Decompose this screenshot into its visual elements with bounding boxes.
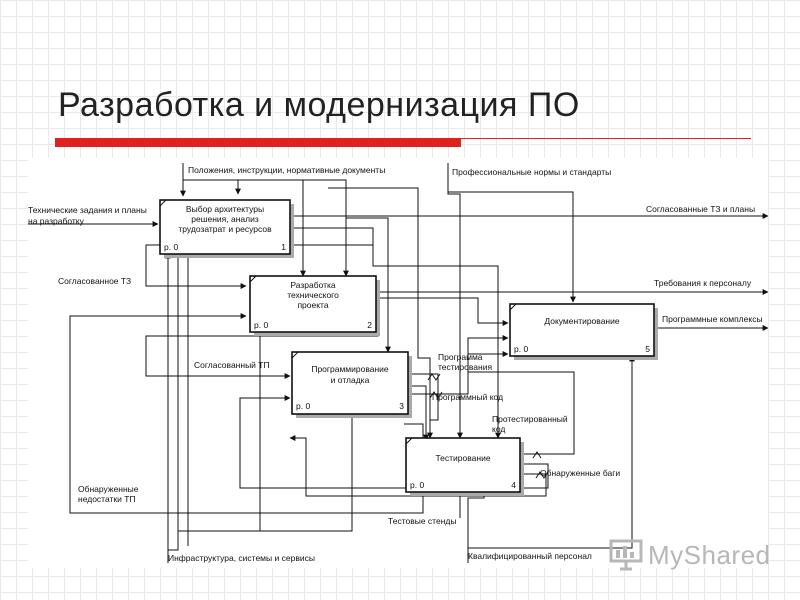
label-tested-code-2: код — [492, 424, 505, 434]
arrow-program-code — [410, 385, 429, 441]
label-approved-tp: Согласованный ТП — [194, 360, 270, 370]
box4-line-1: Тестирование — [435, 453, 490, 463]
watermark-text: MyShared — [648, 540, 771, 570]
box1-line-1: Выбор архитектуры — [186, 204, 264, 214]
box1-line-2: решения, анализ — [191, 214, 259, 224]
label-input-tasks-1: Технические задания и планы — [28, 205, 147, 215]
label-tested-code-1: Протестированный — [492, 414, 568, 424]
arrow-found-flaws — [69, 313, 424, 514]
activity-box-5[interactable]: Документирование р. 0 5 — [509, 303, 658, 360]
label-infrastructure: Инфраструктура, системы и сервисы — [168, 553, 315, 563]
label-approved-tz: Согласованное ТЗ — [58, 276, 131, 286]
arrow-labels: Положения, инструкции, нормативные докум… — [28, 165, 763, 563]
activity-box-4[interactable]: Тестирование р. 0 4 — [405, 437, 524, 496]
activity-box-2[interactable]: Разработка технического проекта р. 0 2 — [249, 275, 380, 336]
box3-ref: р. 0 — [296, 401, 310, 411]
box2-line-2: технического — [287, 290, 339, 300]
box1-ref: р. 0 — [164, 242, 178, 252]
label-out-staff-req: Требования к персоналу — [654, 278, 752, 288]
activity-box-3[interactable]: Программирование и отладка р. 0 3 — [291, 351, 412, 418]
box5-number: 5 — [645, 344, 650, 354]
box3-line-1: Программирование — [311, 364, 389, 374]
label-test-stands: Тестовые стенды — [388, 516, 456, 526]
diagram-svg: Выбор архитектуры решения, анализ трудоз… — [28, 163, 768, 563]
box4-ref: р. 0 — [410, 480, 424, 490]
arrow-tested-code — [467, 335, 575, 455]
box5-line-1: Документирование — [544, 316, 619, 326]
title-accent-bar — [55, 138, 461, 147]
label-controls-regulations: Положения, инструкции, нормативные докум… — [188, 165, 385, 175]
tilde-marks — [427, 373, 549, 479]
label-input-tasks-2: на разработку — [28, 216, 85, 226]
arrow-feedback-box4-box3 — [239, 395, 549, 489]
presentation-icon — [609, 539, 643, 571]
box5-ref: р. 0 — [514, 344, 528, 354]
label-found-flaws-2: недостатки ТП — [78, 494, 136, 504]
arrow-mechanism-staff — [467, 355, 635, 563]
box4-number: 4 — [511, 480, 516, 490]
label-out-software: Программные комплексы — [662, 314, 763, 324]
label-program-code: Программный код — [432, 392, 503, 402]
label-controls-professional: Профессиональные нормы и стандарты — [452, 167, 611, 177]
box2-ref: р. 0 — [254, 320, 268, 330]
box2-line-3: проекта — [297, 300, 328, 310]
idef0-diagram: Выбор архитектуры решения, анализ трудоз… — [28, 158, 768, 568]
slide-title: Разработка и модернизация ПО — [58, 86, 580, 124]
box2-line-1: Разработка — [290, 280, 336, 290]
arrow-control-professional — [447, 163, 576, 303]
title-accent-line — [461, 138, 751, 139]
label-qualified-staff: Квалифицированный персонал — [468, 551, 592, 561]
box1-number: 1 — [281, 242, 286, 252]
label-found-flaws-1: Обнаруженные — [78, 484, 139, 494]
box3-number: 3 — [399, 401, 404, 411]
box3-line-2: и отладка — [331, 375, 370, 385]
watermark: MyShared — [606, 536, 796, 576]
label-program-test-1: Программа — [438, 352, 483, 362]
label-found-bugs: Обнаруженные баги — [540, 468, 620, 478]
activity-box-1[interactable]: Выбор архитектуры решения, анализ трудоз… — [159, 199, 294, 258]
box2-number: 2 — [367, 320, 372, 330]
box1-line-3: трудозатрат и ресурсов — [178, 224, 272, 234]
label-program-test-2: тестирования — [438, 362, 492, 372]
label-out-approved-tz: Согласованные ТЗ и планы — [646, 204, 755, 214]
